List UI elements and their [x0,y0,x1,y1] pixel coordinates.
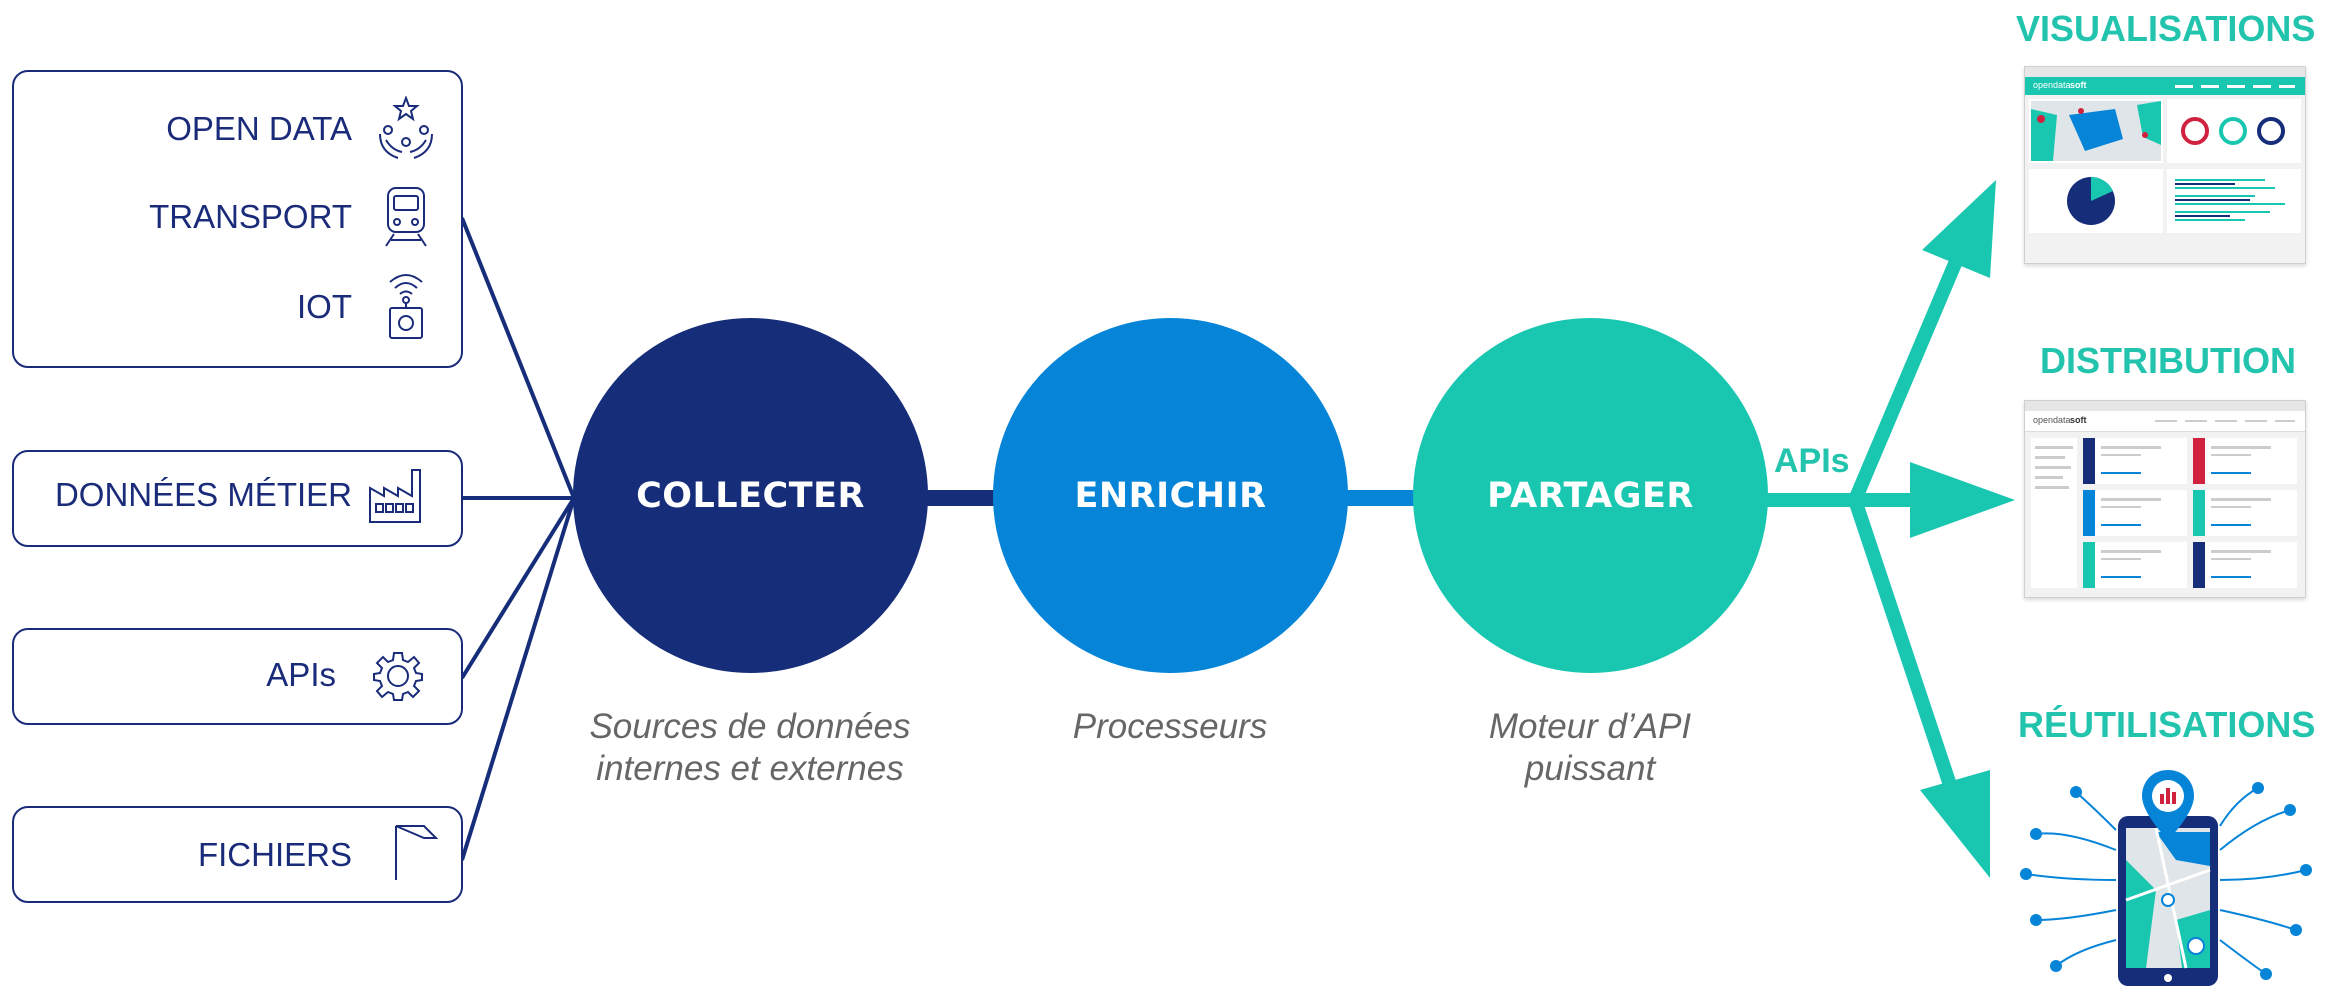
dist-brand-prefix: opendata [2033,415,2071,425]
gear-icon [372,650,424,707]
viz-brand-suffix: soft [2070,80,2087,90]
source-metier-label: DONNÉES MÉTIER [54,476,352,513]
caption-partager-line2: puissant [1524,749,1656,788]
dist-brand-suffix: soft [2070,415,2087,425]
source-fichiers-box [12,806,463,903]
arrow-shaft-visualisations [1848,237,1972,503]
source-metier-box [12,450,463,547]
source-iot-label: IOT [297,288,352,325]
viz-map-blue-zone [2069,109,2123,151]
step-collecter: COLLECTER [573,318,928,673]
link-apis [460,496,576,680]
train-icon [382,186,430,253]
output-reutilisations-title: RÉUTILISATIONS [2018,704,2316,745]
caption-collecter-line2: internes et externes [596,749,904,788]
distribution-portal-thumbnail: opendata soft [2024,400,2306,598]
source-fichiers-label: FICHIERS [197,836,352,873]
dist-content [2031,438,2297,588]
caption-partager: Moteur d’API puissant [1400,706,1780,790]
viz-map-teal-zone [2031,109,2057,161]
arrow-shaft-reutilisations [1848,497,1962,803]
link-fichiers [460,497,576,861]
iot-sensor-icon [382,270,430,345]
file-icon [392,824,439,887]
step-collecter-label: COLLECTER [636,475,865,516]
link-group1 [460,217,576,499]
output-distribution-title: DISTRIBUTION [2040,340,2296,381]
apis-output-label: APIs [1774,442,1850,480]
caption-enrichir-line1: Processeurs [1072,707,1268,746]
output-visualisations-title: VISUALISATIONS [2016,8,2316,49]
arrow-head-reutilisations [1920,770,1990,878]
viz-content [2029,99,2301,233]
factory-icon [366,468,426,529]
step-enrichir-label: ENRICHIR [1074,475,1267,516]
viz-header-bar: opendata soft [2025,77,2305,95]
arrow-head-distribution [1910,462,2015,538]
step-partager-label: PARTAGER [1487,475,1694,516]
arrow-head-visualisations [1922,180,1996,278]
caption-enrichir: Processeurs [980,706,1360,748]
caption-collecter-line1: Sources de données [589,707,911,746]
step-partager: PARTAGER [1413,318,1768,673]
step-enrichir: ENRICHIR [993,318,1348,673]
caption-collecter: Sources de données internes et externes [560,706,940,790]
open-data-hands-icon [376,95,436,167]
source-apis-label: APIs [266,656,336,693]
visualisation-dashboard-thumbnail: opendata soft [2024,66,2306,264]
source-transport-label: TRANSPORT [149,198,352,235]
viz-brand-prefix: opendata [2033,80,2071,90]
caption-partager-line1: Moteur d’API [1488,707,1692,746]
dist-header-bar: opendata soft [2025,411,2305,432]
reuse-tablet-illustration [2006,770,2326,991]
source-open-data-label: OPEN DATA [166,110,352,147]
